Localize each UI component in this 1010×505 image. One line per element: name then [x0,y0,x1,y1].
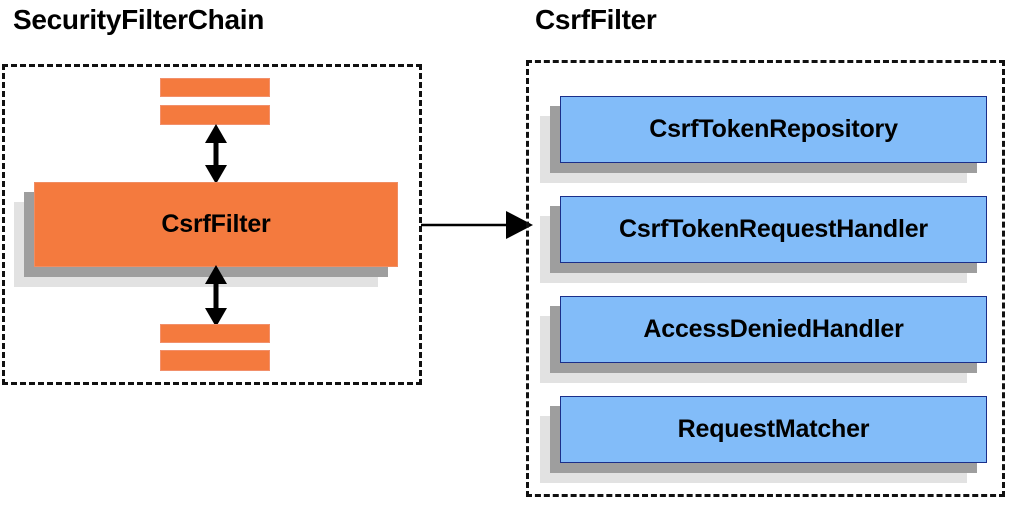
node-requestmatcher[interactable]: RequestMatcher [540,396,987,483]
connector-arrow-icon [421,211,533,239]
filter-strip-bottom-2 [160,350,270,371]
node-accessdeniedhandler[interactable]: AccessDeniedHandler [540,296,987,383]
arrow-filters-below-icon [205,265,227,327]
node-label-csrffilter: CsrfFilter [161,210,271,238]
node-face: CsrfTokenRequestHandler [560,196,987,263]
node-csrftokenrequesthandler[interactable]: CsrfTokenRequestHandler [540,196,987,283]
node-face: CsrfTokenRepository [560,96,987,163]
filter-strip-top-1 [160,78,270,97]
panel-title-csrffilter: CsrfFilter [535,4,657,35]
node-csrffilter[interactable]: CsrfFilter [14,182,398,287]
filter-strip-top-2 [160,105,270,125]
node-face: CsrfFilter [34,182,398,267]
node-face: RequestMatcher [560,396,987,463]
node-label-requestmatcher: RequestMatcher [677,415,870,443]
node-label-csrftokenrequesthandler: CsrfTokenRequestHandler [619,215,928,243]
node-csrftokenrepository[interactable]: CsrfTokenRepository [540,96,987,183]
node-label-accessdeniedhandler: AccessDeniedHandler [643,315,904,343]
node-label-csrftokenrepository: CsrfTokenRepository [649,115,898,143]
csrffilter-boundary [526,60,1005,497]
filter-strip-bottom-1 [160,324,270,343]
arrow-filters-above-icon [205,124,227,184]
panel-title-securityfilterchain: SecurityFilterChain [13,4,265,35]
node-face: AccessDeniedHandler [560,296,987,363]
securityfilterchain-boundary [2,64,422,385]
